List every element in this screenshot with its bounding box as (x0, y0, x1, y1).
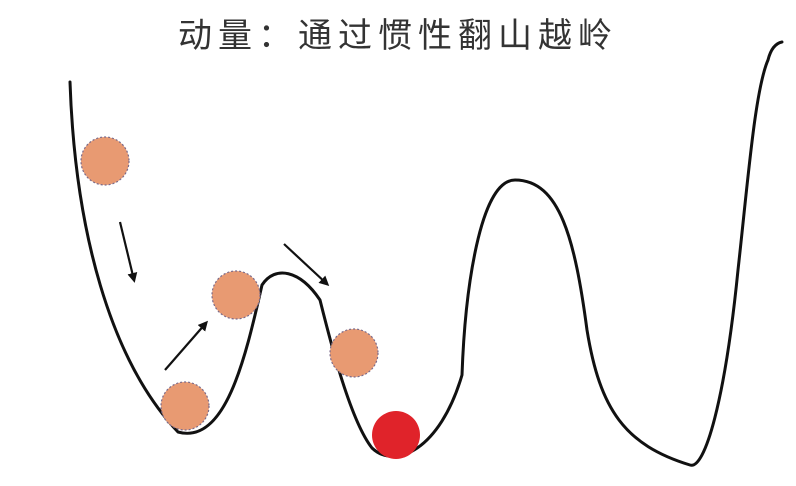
ball-position-start (80, 136, 130, 186)
ball-position-first-valley (160, 381, 210, 431)
ball-position-descending (329, 328, 379, 378)
arrow-up-to-hill (164, 320, 208, 371)
page-title: 动量：通过惯性翻山越岭 (178, 16, 618, 56)
ball-position-hill-top (211, 270, 261, 320)
arrow-down-right-slope (283, 243, 330, 287)
landscape-curve (68, 40, 784, 467)
arrow-down-left-slope (118, 221, 138, 283)
ball-final-position (372, 411, 420, 459)
